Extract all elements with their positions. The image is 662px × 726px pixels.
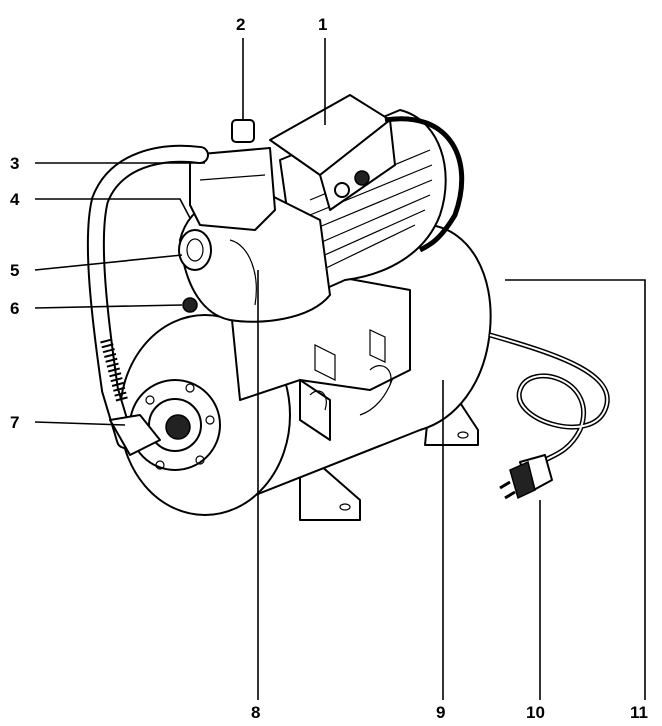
- bolt: [205, 415, 215, 425]
- label-6: 6: [10, 299, 19, 318]
- label-10: 10: [526, 703, 545, 722]
- label-4: 4: [10, 190, 20, 209]
- callout-labels: 1 2 3 4 5 6 7 8 9 10 11: [10, 15, 648, 722]
- suction-inlet: [178, 229, 212, 271]
- label-8: 8: [251, 703, 260, 722]
- bolt: [145, 395, 155, 405]
- leader-6: [34, 304, 183, 309]
- chamber-line: [199, 174, 266, 181]
- filter-chamber: [189, 147, 276, 231]
- label-2: 2: [236, 15, 245, 34]
- bracket-cutouts: [309, 365, 392, 411]
- switch: [334, 182, 350, 198]
- label-5: 5: [10, 261, 19, 280]
- pump-head: [178, 119, 331, 323]
- label-11: 11: [630, 703, 648, 722]
- bracket-leg: [299, 379, 331, 441]
- bolt: [195, 455, 205, 465]
- label-7: 7: [10, 413, 19, 432]
- label-3: 3: [10, 154, 19, 173]
- power-cord: [489, 332, 610, 500]
- bracket-slots: [314, 329, 386, 381]
- cord-highlight: [489, 334, 609, 461]
- flange-valve: [165, 414, 191, 440]
- drain-plug: [182, 297, 198, 313]
- leader-4: [35, 198, 191, 219]
- leader-5: [34, 254, 183, 271]
- leader-7: [34, 421, 126, 426]
- label-1: 1: [318, 15, 327, 34]
- bolt: [185, 383, 195, 393]
- foot-hole: [339, 503, 351, 511]
- hose-braid: [100, 338, 128, 402]
- leader-11: [505, 279, 646, 700]
- suction-inlet-inner: [186, 238, 204, 262]
- foot-hole-rear: [457, 431, 469, 439]
- filler-plug: [231, 119, 255, 143]
- leader-lines: [34, 38, 646, 700]
- bolt: [155, 460, 165, 470]
- plug-grip: [509, 460, 536, 500]
- switch-dark: [354, 170, 370, 186]
- plug-pins: [499, 480, 516, 500]
- label-9: 9: [436, 703, 445, 722]
- power-cable: [384, 116, 465, 253]
- housing-contour: [229, 239, 257, 306]
